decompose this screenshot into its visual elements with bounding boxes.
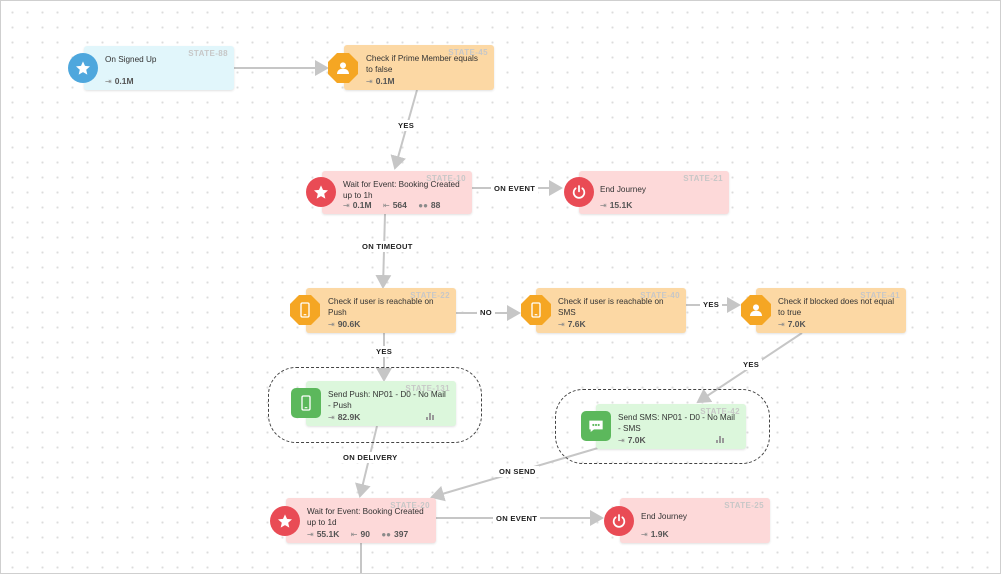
entered-icon: ⇥ <box>618 436 625 445</box>
send-sms-group <box>555 389 770 464</box>
entered-count: 0.1M <box>352 200 372 210</box>
node-title: Check if Prime Member equals to false <box>366 54 478 74</box>
node-title: End Journey <box>600 185 646 194</box>
send-push-group <box>268 367 482 443</box>
state-id: STATE-45 <box>448 48 488 57</box>
edge-label-on-event: ON EVENT <box>493 513 541 524</box>
edge-label-yes: YES <box>740 359 763 370</box>
user-icon <box>328 53 358 83</box>
entered-icon: ⇥ <box>307 530 314 539</box>
entered-icon: ⇥ <box>366 77 373 86</box>
edge-label-on-timeout: ON TIMEOUT <box>359 241 416 252</box>
entered-count: 7.0K <box>627 435 646 445</box>
entered-icon: ⇥ <box>641 530 648 539</box>
entered-icon: ⇥ <box>328 320 335 329</box>
power-icon <box>604 506 634 536</box>
entered-count: 15.1K <box>609 200 633 210</box>
exited-icon: ⇤ <box>382 201 390 210</box>
edge-label-on-delivery: ON DELIVERY <box>340 452 401 463</box>
node-title: Check if user is reachable on SMS <box>558 297 664 317</box>
star-icon <box>270 506 300 536</box>
users-count: 397 <box>393 529 409 539</box>
bar-chart-icon[interactable] <box>716 436 724 443</box>
entered-count: 1.9K <box>650 529 669 539</box>
entered-count: 0.1M <box>114 76 134 86</box>
star-icon <box>68 53 98 83</box>
entered-count: 82.9K <box>337 412 361 422</box>
message-icon <box>581 411 611 441</box>
power-icon <box>564 177 594 207</box>
state-id: STATE-21 <box>683 174 723 183</box>
exited-count: 90 <box>360 529 370 539</box>
bar-chart-icon[interactable] <box>426 413 434 420</box>
edge-label-yes: YES <box>395 120 418 131</box>
edge-label-on-send: ON SEND <box>496 466 539 477</box>
state-id: STATE-25 <box>724 501 764 510</box>
exited-icon: ⇤ <box>350 530 358 539</box>
entered-icon: ⇥ <box>558 320 565 329</box>
edge-label-yes: YES <box>373 346 396 357</box>
node-title: Check if user is reachable on Push <box>328 297 434 317</box>
edge-label-on-event: ON EVENT <box>491 183 539 194</box>
phone-icon <box>291 388 321 418</box>
phone-icon <box>521 295 551 325</box>
users-icon: ●● <box>381 530 391 539</box>
state-id: STATE-88 <box>188 49 228 58</box>
users-count: 88 <box>430 200 441 210</box>
state-id: STATE-10 <box>426 174 466 183</box>
entered-count: 0.1M <box>375 76 395 86</box>
state-id: STATE-41 <box>860 291 900 300</box>
state-id: STATE-22 <box>410 291 450 300</box>
edge-label-yes: YES <box>700 299 723 310</box>
user-icon <box>741 295 771 325</box>
state-id: STATE-42 <box>700 407 740 416</box>
node-title: Wait for Event: Booking Created up to 1d <box>307 507 424 527</box>
entered-icon: ⇥ <box>328 413 335 422</box>
entered-icon: ⇥ <box>778 320 785 329</box>
node-title: Check if blocked does not equal to true <box>778 297 895 317</box>
node-title: Send SMS: NP01 - D0 - No Mail - SMS <box>618 413 735 433</box>
entered-count: 7.0K <box>787 319 806 329</box>
users-icon: ●● <box>418 201 428 210</box>
node-title: On Signed Up <box>105 55 157 64</box>
node-title: Send Push: NP01 - D0 - No Mail - Push <box>328 390 446 410</box>
entered-count: 55.1K <box>316 529 340 539</box>
phone-icon <box>290 295 320 325</box>
state-id: STATE-40 <box>640 291 680 300</box>
entered-icon: ⇥ <box>105 77 112 86</box>
node-title: Wait for Event: Booking Created up to 1h <box>343 180 460 200</box>
entered-icon: ⇥ <box>343 201 350 210</box>
exited-count: 564 <box>392 200 407 210</box>
entered-icon: ⇥ <box>600 201 607 210</box>
state-id: STATE-131 <box>405 384 450 393</box>
entered-count: 90.6K <box>337 319 361 329</box>
entered-count: 7.6K <box>567 319 586 329</box>
edge-label-no: NO <box>477 307 495 318</box>
state-id: STATE-20 <box>390 501 430 510</box>
star-icon <box>306 177 336 207</box>
node-title: End Journey <box>641 512 687 521</box>
